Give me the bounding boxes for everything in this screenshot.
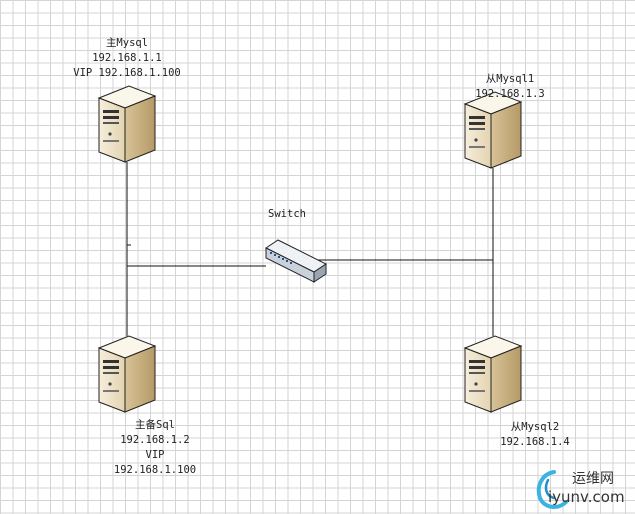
server-standby-icon	[98, 335, 156, 413]
switch-label: Switch	[268, 208, 306, 220]
server-master-icon	[98, 85, 156, 163]
server-slave2-icon	[464, 335, 522, 413]
standby-ip: 192.168.1.2	[120, 434, 190, 446]
slave1-mysql-label: 从Mysql1 192.168.1.3	[445, 72, 575, 102]
watermark-en-text: iyunv.com	[548, 488, 625, 506]
slave2-ip: 192.168.1.4	[500, 436, 570, 448]
switch-icon	[265, 239, 327, 283]
master-vip: VIP 192.168.1.100	[73, 67, 181, 79]
standby-vip: 192.168.1.100	[113, 464, 197, 476]
server-slave1-icon	[464, 91, 522, 169]
slave2-name: 从Mysql2	[510, 421, 560, 433]
slave1-name: 从Mysql1	[485, 73, 535, 85]
master-mysql-label: 主Mysql 192.168.1.1 VIP 192.168.1.100	[62, 36, 192, 81]
master-name: 主Mysql	[105, 37, 149, 49]
watermark-cn-text: 运维网	[572, 471, 614, 487]
standby-name: 主备Sql	[135, 419, 175, 431]
standby-sql-label: 主备Sql 192.168.1.2 VIP 192.168.1.100	[90, 418, 220, 478]
master-ip: 192.168.1.1	[92, 52, 162, 64]
watermark-logo: 运维网 iyunv.com	[534, 466, 634, 512]
slave2-mysql-label: 从Mysql2 192.168.1.4	[470, 420, 600, 450]
standby-vip-title: VIP	[145, 449, 165, 461]
slave1-ip: 192.168.1.3	[475, 88, 545, 100]
logo-swirl-icon	[536, 470, 568, 509]
connection-lines	[126, 162, 494, 336]
